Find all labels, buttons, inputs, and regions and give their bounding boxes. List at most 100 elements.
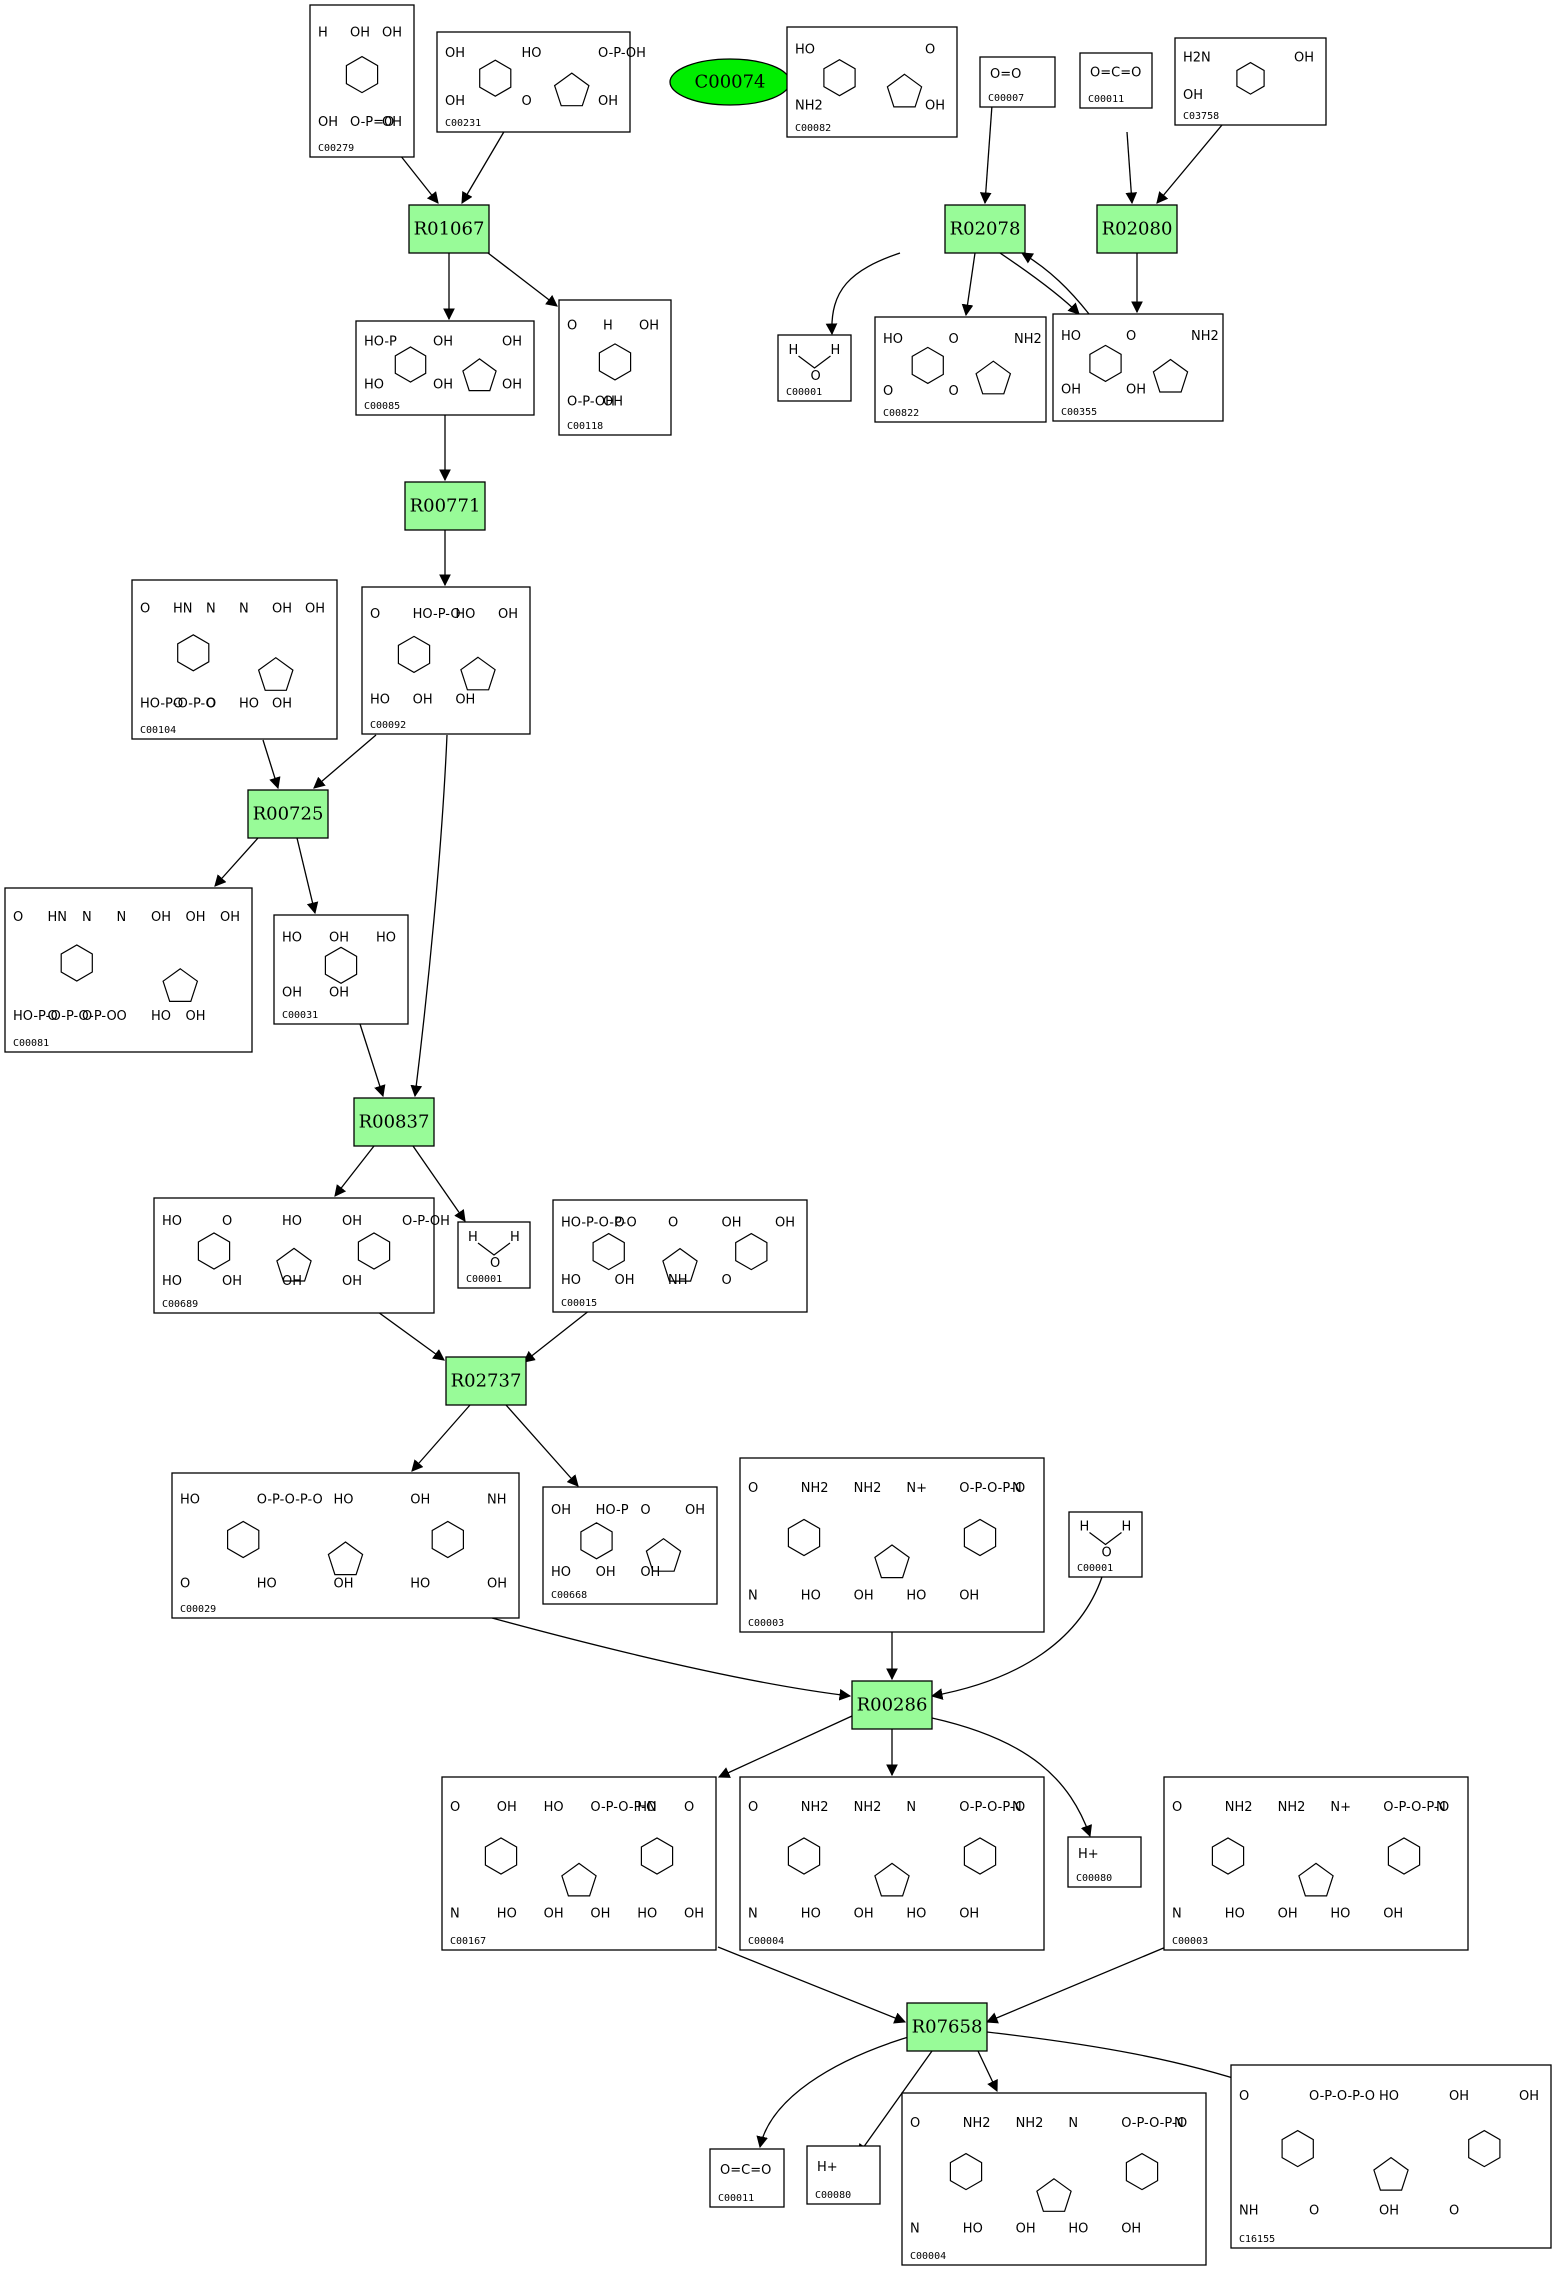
structure-drawing: O=C=O (1090, 66, 1141, 81)
atom-label: OH (603, 394, 623, 409)
compound-box (309, 4, 415, 158)
compound-box (1230, 2064, 1552, 2249)
compound-node[interactable]: H+C00080 (1067, 1836, 1142, 1888)
atom-label: OH (502, 334, 522, 349)
reaction-box (353, 1097, 435, 1147)
reaction-node[interactable]: R02080 (1096, 204, 1178, 254)
reaction-node[interactable]: R07658 (906, 2002, 988, 2052)
atom-label: N (82, 910, 92, 925)
atom-label: OH (282, 1274, 302, 1289)
compound-id-label: C00118 (567, 421, 603, 432)
ring-bonds (645, 1537, 682, 1572)
atom-label: OH (722, 1216, 742, 1231)
reaction-node[interactable]: R00286 (851, 1680, 933, 1730)
edge-arrow (931, 1717, 1092, 1838)
atom-label: NH2 (854, 1481, 882, 1496)
atom-label: HO (801, 1588, 821, 1603)
edge-arrow (999, 252, 1080, 315)
atom-label: NH2 (1016, 2116, 1044, 2131)
atom-label: HO (1379, 2089, 1399, 2104)
reaction-node[interactable]: R02078 (944, 204, 1026, 254)
atom-label: OH (775, 1216, 795, 1231)
reaction-node[interactable]: R00771 (404, 481, 486, 531)
edge-arrow (411, 1404, 471, 1472)
atom-label: OH (329, 985, 349, 1000)
atom-label: OH (590, 1906, 610, 1921)
atom-label: O (13, 910, 23, 925)
atom-label: O-P-O-P-O (1383, 1800, 1449, 1815)
compound-node[interactable]: H+C00080 (806, 2145, 881, 2205)
reaction-label: R00286 (857, 1695, 928, 1716)
atom-label: OH (1519, 2089, 1539, 2104)
highlight-compound-node[interactable]: C00074 (669, 58, 791, 106)
compound-box (1079, 52, 1153, 109)
ring-bonds (592, 1232, 625, 1271)
compound-id-label: C00279 (318, 143, 354, 154)
reaction-node[interactable]: R01067 (408, 204, 490, 254)
reaction-node[interactable]: R02737 (445, 1356, 527, 1406)
compound-id-label: C00015 (561, 1298, 597, 1309)
atom-label: N (117, 910, 127, 925)
edge-arrow (1156, 124, 1223, 204)
compound-box (436, 31, 631, 133)
edge-arrow (377, 1311, 445, 1361)
compound-box (153, 1197, 435, 1314)
compound-id-label: C00080 (815, 2190, 851, 2201)
atom-label: O (925, 42, 935, 57)
compound-box (1068, 1511, 1143, 1578)
atom-label: N (1172, 1906, 1182, 1921)
compound-box (542, 1486, 718, 1605)
reaction-label: R02078 (950, 219, 1021, 240)
reaction-label: R00725 (253, 804, 324, 825)
compound-id-label: C00668 (551, 1590, 587, 1601)
edge-arrow (461, 129, 506, 205)
ring-bonds (886, 73, 923, 108)
reaction-label: R00771 (410, 496, 481, 517)
atom-label: OH (1016, 2221, 1036, 2236)
reaction-node[interactable]: R00725 (247, 789, 329, 839)
atom-label: OH (305, 601, 325, 616)
reaction-node[interactable]: R00837 (353, 1097, 435, 1147)
atom-label: HO (257, 1577, 277, 1592)
atom-label: O (173, 696, 183, 711)
compound-box (874, 316, 1047, 423)
ring-bonds (162, 968, 199, 1002)
ring-bonds (975, 360, 1012, 395)
ring-bonds (963, 1837, 997, 1875)
ring-bonds (735, 1232, 768, 1271)
atom-label: O (668, 1216, 678, 1231)
atom-label: N (748, 1588, 758, 1603)
